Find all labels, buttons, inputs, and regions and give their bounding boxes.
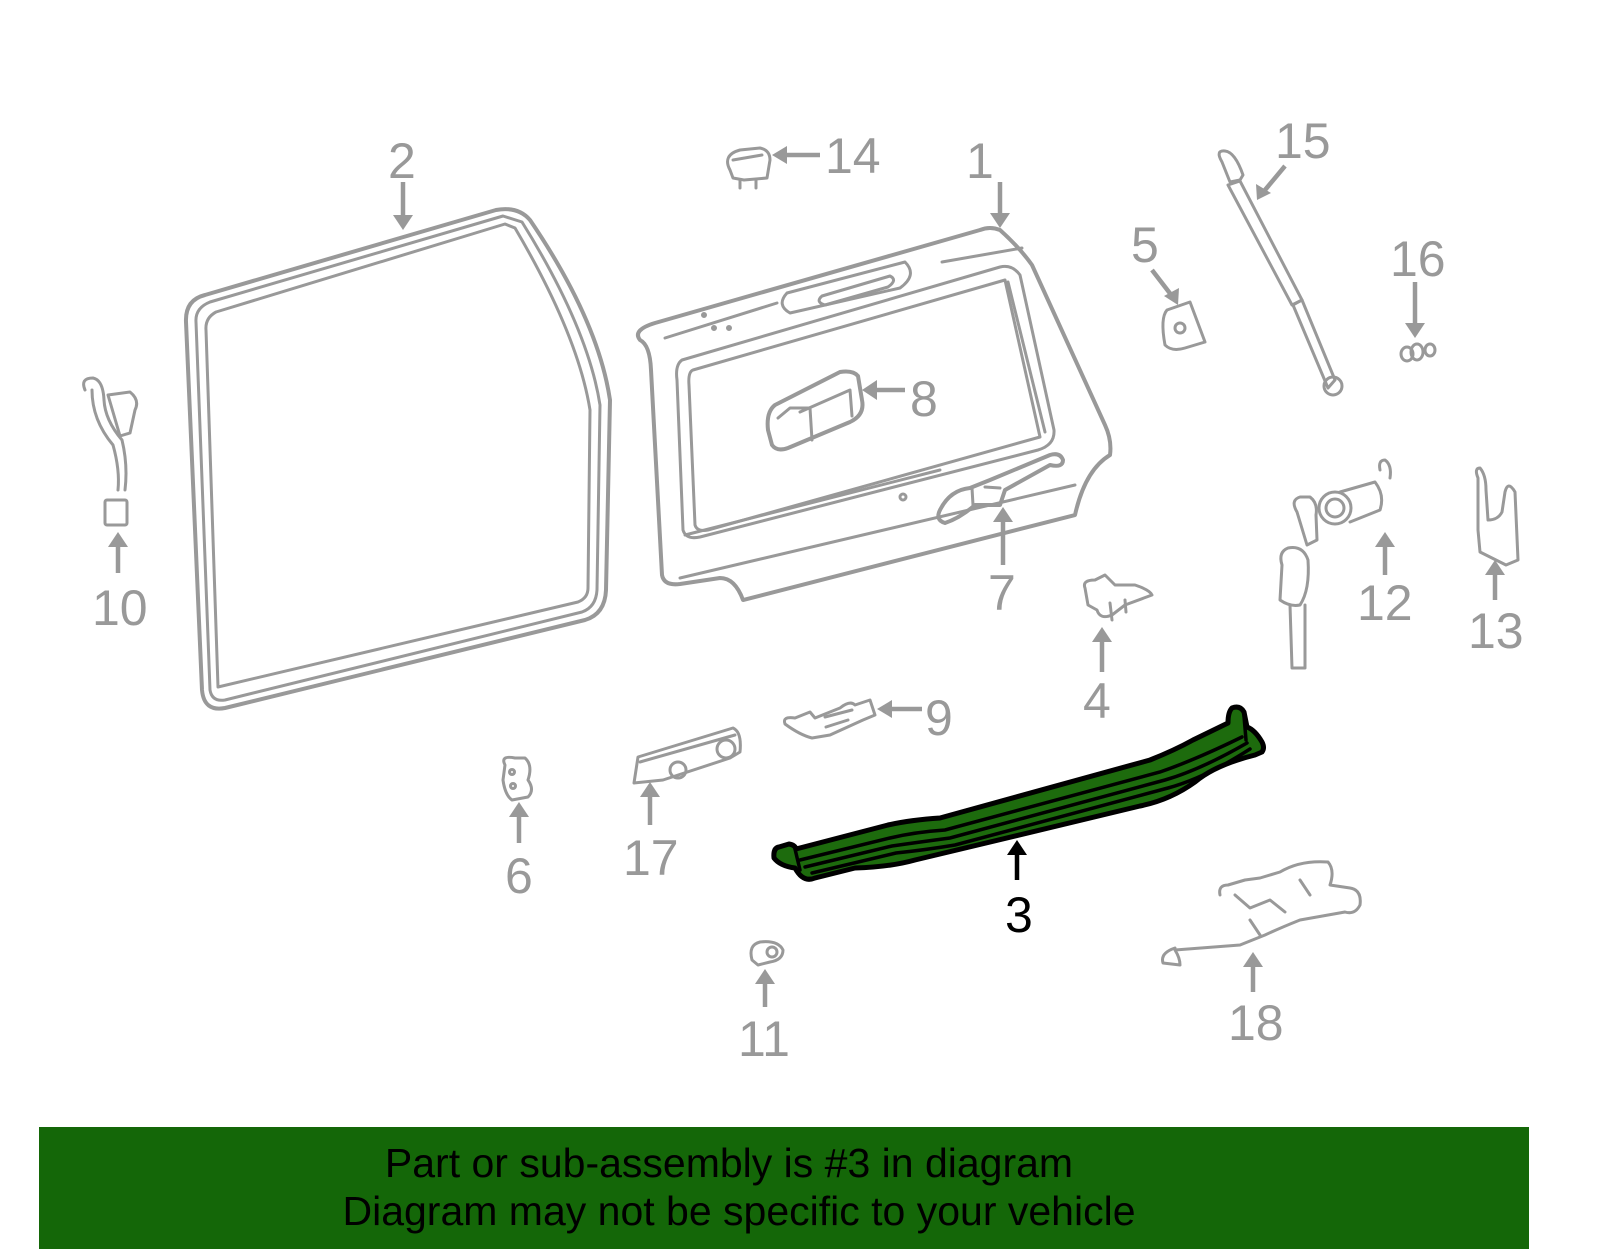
part-7-hinge[interactable] — [936, 452, 1065, 525]
part-1-back-door[interactable] — [635, 226, 1113, 602]
part-17-hinge-bracket[interactable] — [632, 726, 742, 785]
callout-13: 13 — [1468, 560, 1524, 659]
part-9-bracket[interactable] — [783, 698, 877, 740]
callout-11: 11 — [738, 969, 790, 1067]
callout-5: 5 — [1131, 217, 1179, 305]
part-5-bumper[interactable] — [1161, 300, 1207, 351]
callout-10: 10 — [92, 532, 148, 636]
callout-15: 15 — [1256, 113, 1331, 200]
part-4-latch-striker[interactable] — [1083, 573, 1154, 622]
svg-text:8: 8 — [910, 371, 938, 427]
svg-text:18: 18 — [1228, 995, 1284, 1051]
callout-17: 17 — [623, 782, 679, 886]
callout-18: 18 — [1228, 952, 1284, 1051]
callout-4: 4 — [1083, 627, 1112, 729]
svg-text:13: 13 — [1468, 603, 1524, 659]
banner-disclaimer: Diagram may not be specific to your vehi… — [342, 1188, 1136, 1234]
svg-text:6: 6 — [505, 848, 533, 904]
part-11-grommet[interactable] — [749, 940, 785, 967]
part-13-retainer-clip[interactable] — [1474, 466, 1520, 567]
svg-text:4: 4 — [1083, 673, 1111, 729]
callout-12: 12 — [1357, 532, 1413, 631]
part-6-clip[interactable] — [501, 755, 533, 802]
callout-3: 3 — [1005, 840, 1033, 943]
callout-7: 7 — [988, 507, 1016, 621]
callout-16: 16 — [1390, 231, 1446, 338]
svg-text:9: 9 — [925, 690, 953, 746]
part-8-handle[interactable] — [765, 369, 865, 452]
part-15-strut[interactable] — [1217, 149, 1344, 397]
part-2-weatherstrip[interactable] — [183, 207, 612, 711]
svg-text:17: 17 — [623, 830, 679, 886]
callout-9: 9 — [877, 690, 953, 746]
svg-text:2: 2 — [388, 133, 416, 189]
callout-2: 2 — [388, 133, 416, 230]
svg-text:7: 7 — [988, 565, 1016, 621]
callout-14: 14 — [772, 128, 881, 184]
svg-text:16: 16 — [1390, 231, 1446, 287]
banner-part-info: Part or sub-assembly is #3 in diagram — [384, 1140, 1074, 1186]
svg-text:14: 14 — [825, 128, 881, 184]
info-banner: Part or sub-assembly is #3 in diagram Di… — [39, 1127, 1529, 1249]
part-10-switch[interactable] — [82, 376, 139, 527]
svg-text:3: 3 — [1005, 887, 1033, 943]
part-16-ball-stud[interactable] — [1399, 342, 1437, 363]
callout-1: 1 — [966, 133, 1010, 228]
svg-text:10: 10 — [92, 580, 148, 636]
svg-text:1: 1 — [966, 133, 994, 189]
callout-6: 6 — [505, 802, 533, 904]
part-3-door-sill-highlighted[interactable] — [771, 704, 1266, 882]
svg-text:15: 15 — [1275, 113, 1331, 169]
svg-text:12: 12 — [1357, 575, 1413, 631]
part-12-lock-cylinder[interactable] — [1278, 458, 1392, 670]
svg-text:5: 5 — [1131, 217, 1159, 273]
part-18-latch-assembly[interactable] — [1161, 860, 1362, 967]
svg-text:11: 11 — [738, 1011, 790, 1067]
part-14-lamp-socket[interactable] — [726, 146, 772, 190]
callout-8: 8 — [862, 371, 938, 427]
